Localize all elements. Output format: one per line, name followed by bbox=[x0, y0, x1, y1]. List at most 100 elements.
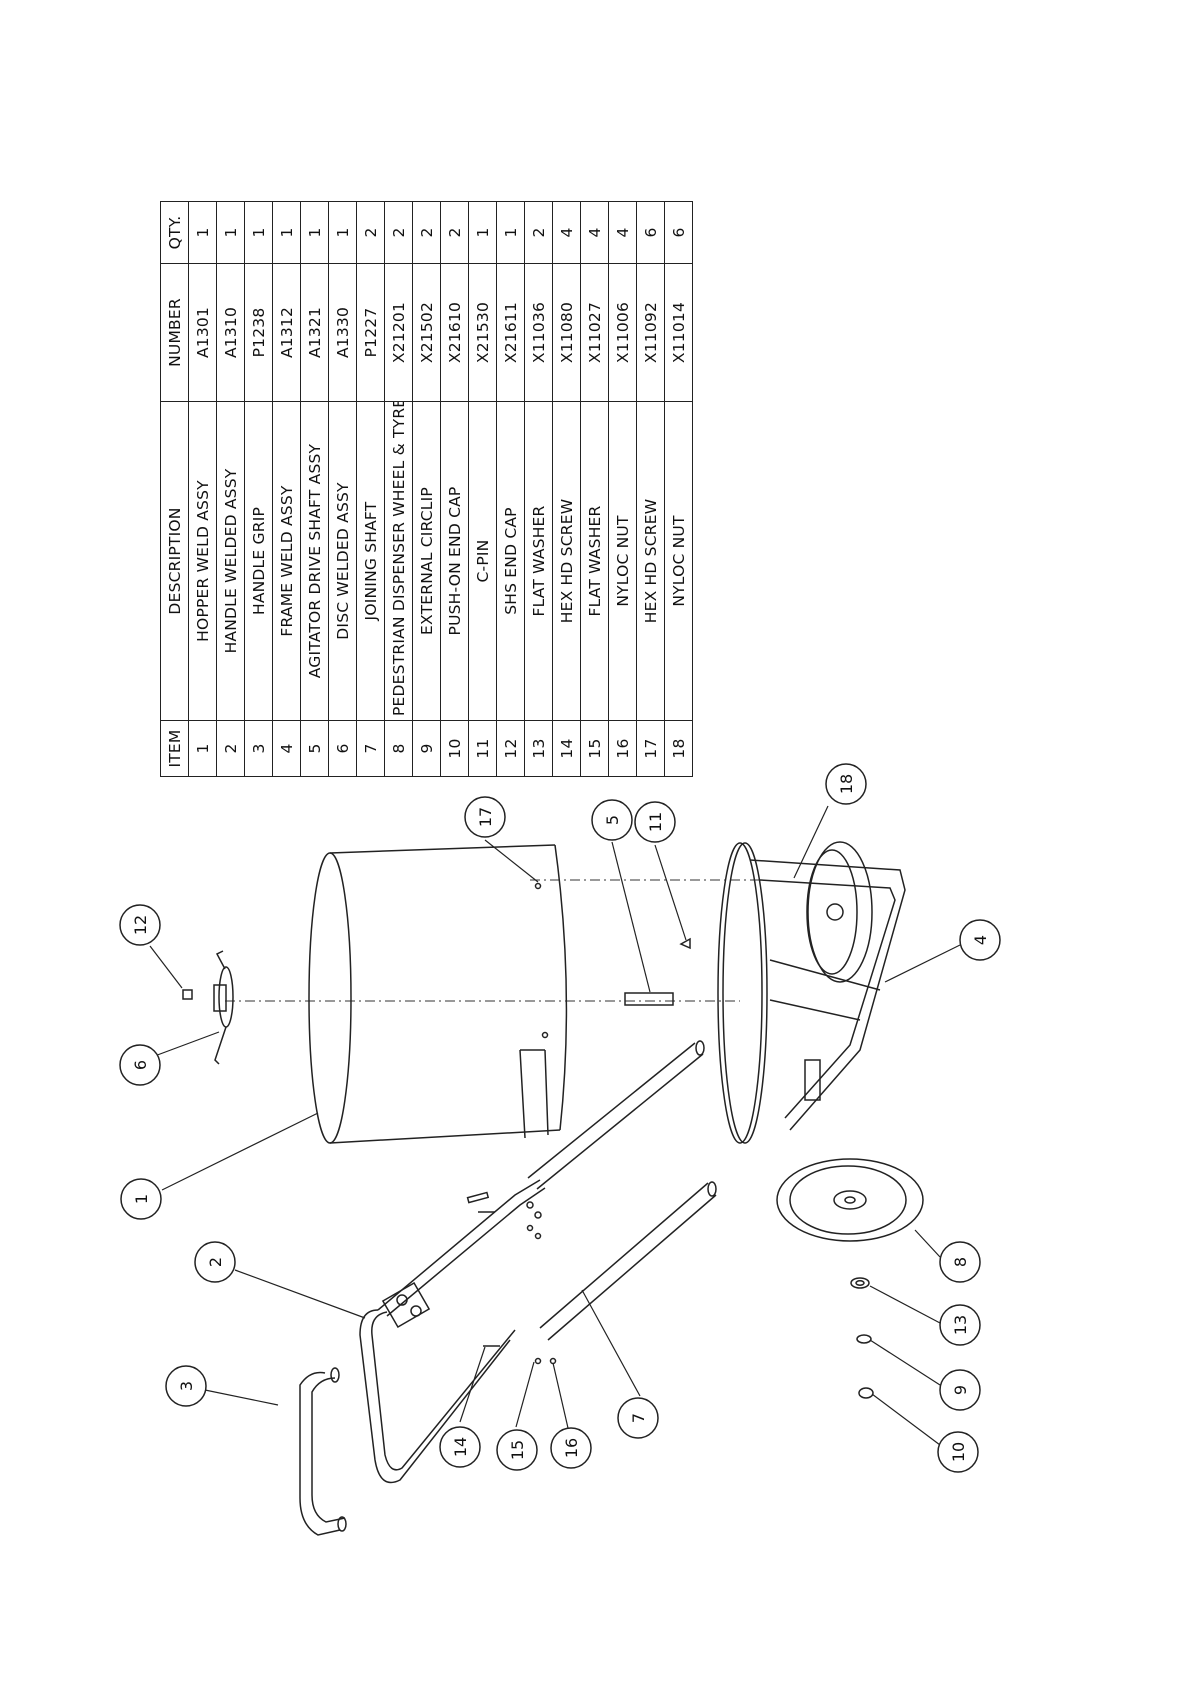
svg-text:4: 4 bbox=[971, 935, 990, 945]
balloon-2: 2 bbox=[194, 1241, 236, 1283]
balloon-10: 10 bbox=[937, 1431, 979, 1473]
bom-cell-description: EXTERNAL CIRCLIP bbox=[412, 401, 441, 721]
bom-cell-description: FLAT WASHER bbox=[580, 401, 609, 721]
bom-cell-description: HANDLE GRIP bbox=[244, 401, 273, 721]
bom-cell-qty: 1 bbox=[188, 201, 217, 264]
bom-cell-item: 1 bbox=[188, 720, 217, 777]
balloon-3: 3 bbox=[165, 1365, 207, 1407]
bom-cell-qty: 2 bbox=[384, 201, 413, 264]
bom-cell-item: 16 bbox=[608, 720, 637, 777]
bom-cell-number: A1310 bbox=[216, 263, 245, 402]
svg-text:18: 18 bbox=[837, 774, 856, 794]
bom-cell-item: 8 bbox=[384, 720, 413, 777]
balloon-15: 15 bbox=[496, 1429, 538, 1471]
svg-text:14: 14 bbox=[451, 1437, 470, 1457]
bom-cell-qty: 2 bbox=[356, 201, 385, 264]
bom-cell-number: X21530 bbox=[468, 263, 497, 402]
frame-weld-assy-part bbox=[717, 842, 906, 1144]
small-parts bbox=[850, 1277, 874, 1399]
bom-cell-qty: 4 bbox=[552, 201, 581, 264]
bom-cell-description: HOPPER WELD ASSY bbox=[188, 401, 217, 721]
bom-cell-description: HANDLE WELDED ASSY bbox=[216, 401, 245, 721]
bom-cell-number: A1330 bbox=[328, 263, 357, 402]
bom-header-description: DESCRIPTION bbox=[160, 401, 189, 721]
bom-cell-qty: 6 bbox=[636, 201, 665, 264]
handle-grip-part bbox=[299, 1367, 347, 1536]
svg-text:16: 16 bbox=[562, 1438, 581, 1458]
bom-cell-description: NYLOC NUT bbox=[608, 401, 637, 721]
handle-welded-assy-part bbox=[359, 1179, 546, 1484]
bom-cell-item: 9 bbox=[412, 720, 441, 777]
bom-header-number: NUMBER bbox=[160, 263, 189, 402]
bom-cell-item: 4 bbox=[272, 720, 301, 777]
bom-cell-qty: 1 bbox=[244, 201, 273, 264]
bom-cell-number: X21610 bbox=[440, 263, 469, 402]
svg-text:17: 17 bbox=[476, 807, 495, 827]
bom-cell-number: X11092 bbox=[636, 263, 665, 402]
balloon-8: 8 bbox=[939, 1241, 981, 1283]
bom-cell-item: 12 bbox=[496, 720, 525, 777]
bom-cell-item: 17 bbox=[636, 720, 665, 777]
bom-cell-number: X11027 bbox=[580, 263, 609, 402]
shs-end-cap-part bbox=[182, 989, 193, 1000]
bom-cell-item: 2 bbox=[216, 720, 245, 777]
bom-cell-qty: 6 bbox=[664, 201, 693, 264]
bom-cell-qty: 2 bbox=[524, 201, 553, 264]
bom-cell-qty: 1 bbox=[272, 201, 301, 264]
bom-cell-qty: 1 bbox=[328, 201, 357, 264]
bom-cell-description: AGITATOR DRIVE SHAFT ASSY bbox=[300, 401, 329, 721]
bom-cell-number: X11080 bbox=[552, 263, 581, 402]
bom-cell-qty: 4 bbox=[608, 201, 637, 264]
svg-text:8: 8 bbox=[951, 1257, 970, 1267]
svg-text:3: 3 bbox=[177, 1381, 196, 1391]
bom-cell-description: SHS END CAP bbox=[496, 401, 525, 721]
wheel-and-tyre-part bbox=[776, 1158, 924, 1242]
balloon-16: 16 bbox=[550, 1427, 592, 1469]
bom-cell-description: DISC WELDED ASSY bbox=[328, 401, 357, 721]
bom-cell-qty: 1 bbox=[300, 201, 329, 264]
bom-cell-number: P1227 bbox=[356, 263, 385, 402]
bom-cell-description: C-PIN bbox=[468, 401, 497, 721]
bom-cell-qty: 2 bbox=[440, 201, 469, 264]
bom-cell-item: 10 bbox=[440, 720, 469, 777]
joining-shaft-part bbox=[527, 1040, 717, 1341]
assembly-centre-lines bbox=[225, 879, 760, 1002]
bom-cell-description: HEX HD SCREW bbox=[636, 401, 665, 721]
bom-cell-qty: 1 bbox=[496, 201, 525, 264]
bom-cell-qty: 2 bbox=[412, 201, 441, 264]
svg-text:1: 1 bbox=[132, 1194, 151, 1204]
disc-welded-assy-part bbox=[213, 950, 234, 1065]
svg-text:10: 10 bbox=[949, 1442, 968, 1462]
svg-text:6: 6 bbox=[131, 1060, 150, 1070]
bom-cell-number: X21611 bbox=[496, 263, 525, 402]
balloon-14: 14 bbox=[439, 1426, 481, 1468]
bom-cell-number: X21201 bbox=[384, 263, 413, 402]
bom-cell-item: 18 bbox=[664, 720, 693, 777]
bom-cell-number: P1238 bbox=[244, 263, 273, 402]
bom-cell-description: HEX HD SCREW bbox=[552, 401, 581, 721]
bom-header-qty: QTY. bbox=[160, 201, 189, 264]
bom-cell-item: 7 bbox=[356, 720, 385, 777]
bom-cell-item: 5 bbox=[300, 720, 329, 777]
svg-text:12: 12 bbox=[131, 915, 150, 935]
bom-cell-description: FRAME WELD ASSY bbox=[272, 401, 301, 721]
bom-cell-item: 15 bbox=[580, 720, 609, 777]
balloon-5: 5 bbox=[591, 799, 633, 841]
bom-cell-description: JOINING SHAFT bbox=[356, 401, 385, 721]
